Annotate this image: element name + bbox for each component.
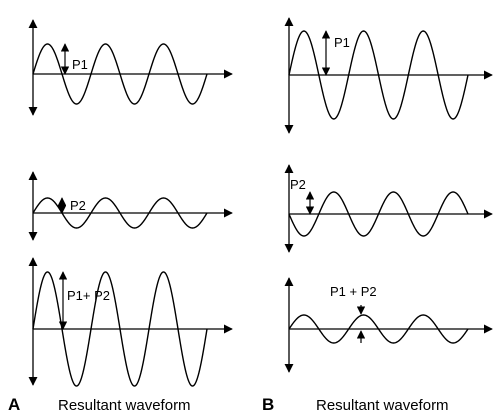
panel-b-sum-label: P1 + P2 — [330, 284, 377, 299]
panel-b-row3-sine-curve — [288, 314, 469, 344]
panel-a-p2-label: P2 — [70, 198, 86, 213]
panel-a-wave-p2 — [28, 171, 233, 241]
panel-b-p2-label: P2 — [290, 177, 306, 192]
panel-b: P1 P2 P1 + P2 B Resultant waveform — [262, 17, 493, 414]
panel-a-letter: A — [8, 395, 20, 414]
panel-a-p1-label: P1 — [72, 57, 88, 72]
panel-b-wave-p1 — [284, 17, 493, 134]
panel-b-letter: B — [262, 395, 274, 414]
panel-a: P1 P2 P1+ P2 A Resultant waveform — [8, 19, 233, 414]
panel-a-wave-p1 — [28, 19, 233, 116]
panel-b-wave-resultant — [284, 277, 493, 373]
panel-b-caption: Resultant waveform — [316, 397, 449, 414]
panel-b-row2-sine-curve — [288, 191, 469, 237]
panel-b-row1-sine-curve — [288, 30, 469, 120]
panel-a-wave-resultant — [28, 257, 233, 387]
panel-b-p1-label: P1 — [334, 35, 350, 50]
panel-b-wave-p2 — [284, 164, 493, 253]
panel-a-caption: Resultant waveform — [58, 397, 191, 414]
panel-a-sum-label: P1+ P2 — [67, 288, 110, 303]
